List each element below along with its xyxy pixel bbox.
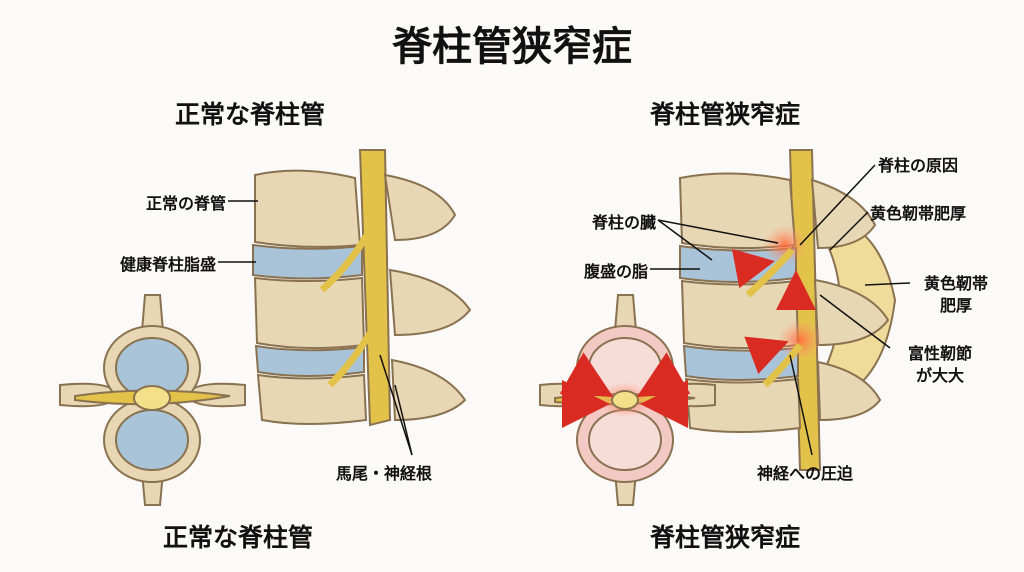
label-bulge: 脊柱の臓 (591, 213, 656, 232)
vertebra-body (253, 276, 366, 350)
normal-spine-side-view (252, 149, 472, 427)
disc-ring (115, 409, 189, 471)
disc (254, 344, 365, 377)
label-ligament-line2: 肥厚 (939, 296, 972, 315)
vertebra-body (256, 373, 368, 425)
compressed-cauda-equina (611, 390, 639, 410)
label-facet-line1: 富性靭節 (907, 344, 972, 363)
leader-line (799, 164, 876, 246)
disc (252, 243, 363, 280)
facet-process (813, 278, 890, 347)
leader-line (819, 294, 891, 349)
disc-ring (588, 409, 662, 471)
facet-process (390, 358, 467, 422)
label-ligament-line1: 黄色靭帯 (923, 274, 988, 293)
label-ligament-thickening: 黄色靭帯肥厚 (870, 204, 967, 223)
inflammation (778, 320, 822, 360)
compression-arrows-side (731, 248, 816, 375)
red-arrow (731, 248, 775, 289)
normal-caption: 正常な脊柱管 (163, 523, 314, 552)
normal-heading: 正常な脊柱管 (175, 100, 326, 129)
cauda-equina (133, 385, 171, 411)
nerve-root (327, 323, 379, 388)
leader-line (829, 211, 869, 251)
leader-line (789, 354, 813, 456)
compression-arrows-cross (559, 352, 691, 428)
leader-line (657, 219, 779, 244)
label-cauda-equina: 馬尾・神経根 (336, 464, 433, 483)
normal-cross-section (59, 294, 246, 506)
label-facet-line2: が大大 (915, 366, 964, 385)
red-arrow (744, 336, 789, 375)
stenosis-spine-side-view (678, 149, 897, 471)
facet-process (388, 268, 472, 337)
stenosis-caption: 脊柱管狭窄症 (650, 523, 801, 552)
leader-line (657, 219, 713, 261)
leader-line (864, 282, 911, 286)
leader-line (379, 354, 413, 456)
label-disc-fat: 腹盛の脂 (583, 262, 648, 281)
vertebra-body (254, 169, 362, 248)
facet-process (810, 178, 877, 250)
leader-lines (218, 164, 911, 456)
facet-process (816, 360, 882, 422)
label-nerve-compression: 神経への圧迫 (757, 464, 854, 483)
label-healthy-disc: 健康脊柱脂盛 (119, 255, 216, 274)
leader-line (394, 384, 413, 456)
facet-process (383, 173, 457, 242)
stenosis-heading: 脊柱管狭窄症 (650, 100, 801, 129)
label-normal-canal: 正常の脊管 (145, 194, 226, 213)
main-title: 脊柱管狭窄症 (392, 24, 632, 70)
label-cause: 脊柱の原因 (878, 156, 959, 175)
nerve-root (319, 228, 374, 293)
